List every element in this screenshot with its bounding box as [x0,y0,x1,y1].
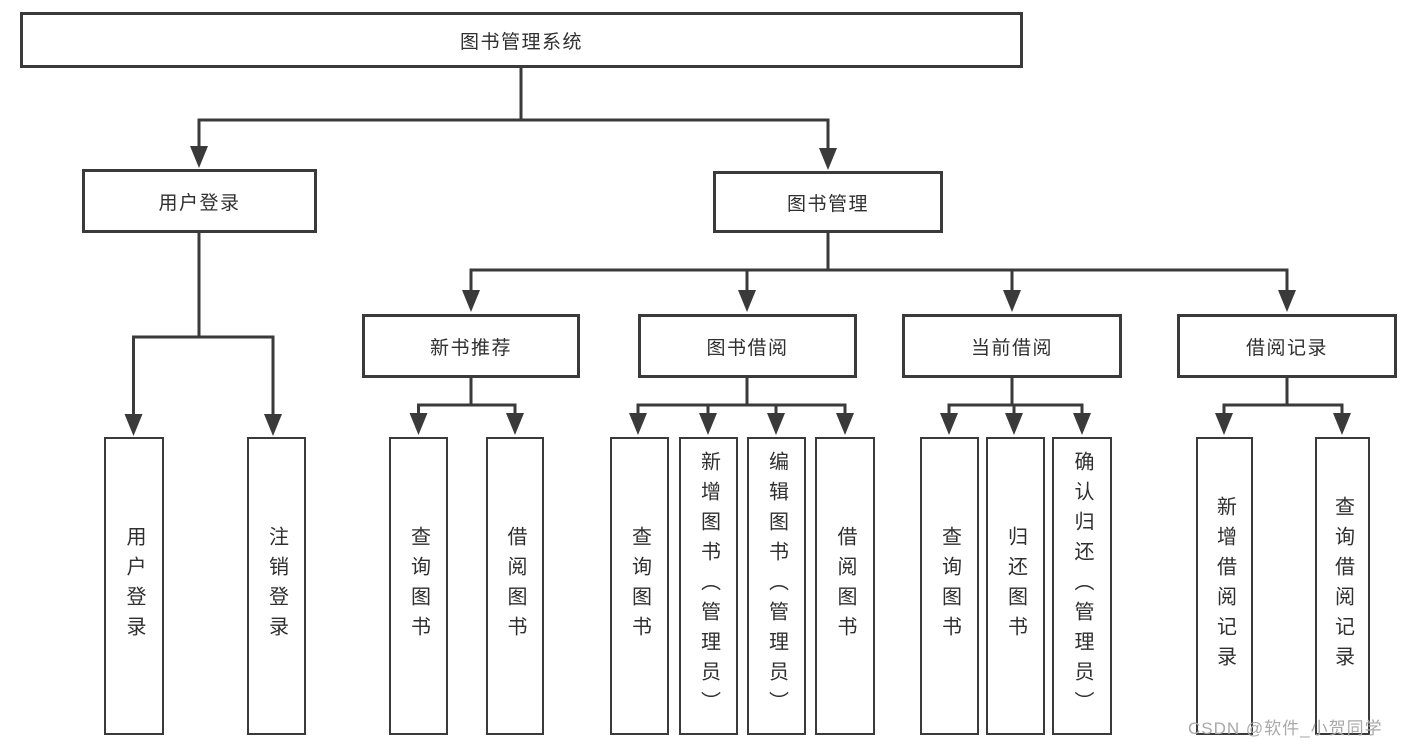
node-current-borrowing: 当前借阅 [902,314,1122,378]
node-label: 归还图书 [1004,526,1027,646]
node-book-borrowing: 图书借阅 [638,314,857,378]
connector-user-login [124,233,282,436]
leaf-recommend-query-books: 查询图书 [389,437,448,735]
node-label: 借阅记录 [1245,337,1328,359]
node-new-book-recommend: 新书推荐 [362,314,580,378]
node-label: 用户登录 [158,192,241,214]
node-label: 借阅图书 [504,526,526,646]
leaf-borrowing-edit-books-admin: 编辑图书（管理员） [747,437,806,735]
node-borrowing-records: 借阅记录 [1177,314,1397,378]
connector-book-borrowing [629,378,854,435]
connector-borrowing-records [1215,378,1351,435]
leaf-current-confirm-return-admin: 确认归还（管理员） [1052,437,1112,735]
node-label: 用户登录 [123,526,145,646]
leaf-borrowing-query-books: 查询图书 [610,437,669,735]
leaf-current-return-books: 归还图书 [986,437,1045,735]
node-label: 查询图书 [938,526,961,646]
connector-book-management [462,233,1296,312]
node-label: 确认归还（管理员） [1071,451,1093,721]
node-label: 图书管理 [786,193,869,215]
node-label: 借阅图书 [834,526,856,646]
node-book-management: 图书管理 [713,171,943,233]
leaf-records-query-record: 查询借阅记录 [1315,437,1370,735]
node-user-login: 用户登录 [82,169,317,233]
node-label: 当前借阅 [970,337,1053,359]
connector-root [190,68,837,170]
node-label: 图书管理系统 [459,31,583,53]
leaf-recommend-borrow-books: 借阅图书 [486,437,544,735]
node-label: 查询图书 [407,526,430,646]
leaf-user-login: 用户登录 [104,437,164,735]
node-label: 新增图书（管理员） [697,451,720,721]
node-label: 查询借阅记录 [1331,496,1354,676]
leaf-borrowing-borrow-books: 借阅图书 [815,437,875,735]
node-label: 图书借阅 [706,337,789,359]
leaf-current-query-books: 查询图书 [920,437,979,735]
connector-new-book-recommend [409,378,524,435]
leaf-records-add-record: 新增借阅记录 [1196,437,1253,735]
node-book-management-system: 图书管理系统 [20,12,1023,68]
node-label: 新增借阅记录 [1213,496,1236,676]
node-label: 注销登录 [265,526,288,646]
connector-current-borrowing [940,378,1091,435]
node-label: 查询图书 [628,526,651,646]
leaf-logout: 注销登录 [247,437,306,735]
csdn-watermark: CSDN @软件_小贺同学 [1188,719,1383,738]
node-label: 新书推荐 [429,337,512,359]
leaf-borrowing-add-books-admin: 新增图书（管理员） [679,437,738,735]
node-label: 编辑图书（管理员） [765,451,788,721]
